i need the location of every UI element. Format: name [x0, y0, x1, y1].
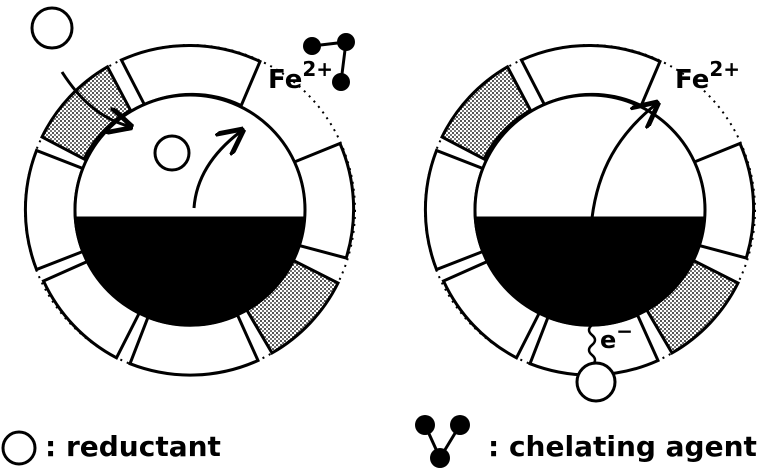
- right-subunit-stippled-upper: [440, 64, 533, 162]
- left-fe-label: Fe2+: [268, 57, 333, 95]
- left-reductant-outside: [30, 6, 74, 50]
- right-iron-exit-arrow: [590, 105, 655, 219]
- legend-chelator-label: : chelating agent: [488, 430, 757, 463]
- legend-reductant-label: : reductant: [45, 430, 221, 463]
- legend-chelator-icon: [415, 415, 470, 468]
- left-reductant-inside: [153, 134, 191, 172]
- right-reductant-outside: [575, 361, 617, 403]
- right-ferritin-shell: [423, 43, 756, 377]
- left-chelator-iron-complex: [303, 33, 355, 91]
- left-iron-exit-arrow: [192, 132, 240, 209]
- left-subunit-stippled-upper: [40, 64, 133, 162]
- right-electron-label: e−: [600, 319, 633, 354]
- legend: [1, 415, 470, 468]
- left-reductant-entry-arrow: [60, 71, 128, 126]
- left-ferritin-shell: [23, 43, 356, 377]
- right-fe-label: Fe2+: [675, 57, 740, 95]
- right-electron-transfer-path: [587, 324, 597, 366]
- legend-reductant-icon: [1, 430, 37, 466]
